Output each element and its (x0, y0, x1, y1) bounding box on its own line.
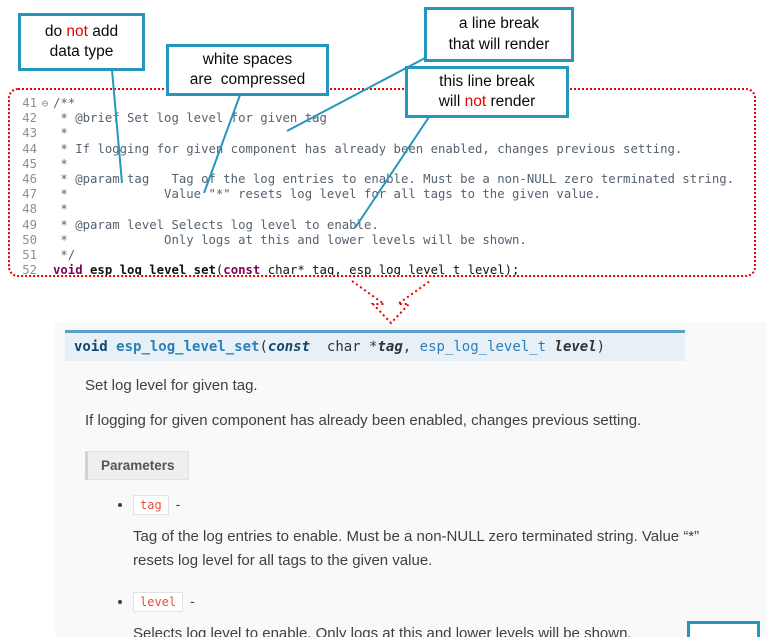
param-description: Selects log level to enable. Only logs a… (133, 624, 632, 637)
line-number: 44 (22, 141, 37, 156)
partial-callout-box (687, 621, 760, 637)
sig-param-tag: tag (377, 339, 403, 355)
callout-no-datatype: do not add data type (18, 13, 145, 71)
callout-text: that will render (448, 35, 550, 53)
parameters-heading: Parameters (85, 451, 189, 480)
line-number: 48 (22, 202, 37, 217)
callout-text: data type (49, 43, 114, 60)
callout-text: do not add (44, 22, 119, 40)
sig-keyword-const: const (267, 339, 311, 355)
code-text: void esp_log_level_set(const char* tag, … (53, 263, 520, 277)
code-text: * @param level Selects log level to enab… (53, 217, 379, 232)
code-text: */ (53, 248, 76, 263)
callout-text: will not render (438, 93, 536, 110)
doc-brief-paragraph: Set log level for given tag. (85, 377, 258, 394)
code-line: 41 ⊖ /** (16, 96, 750, 111)
param-dash: - (190, 592, 195, 609)
code-line: 43 * (16, 126, 750, 141)
code-text: * Value "*" resets log level for all tag… (53, 187, 601, 202)
fold-minus-icon: ⊖ (41, 97, 49, 110)
callout-text: this line break (439, 72, 535, 90)
code-text: * Only logs at this and lower levels wil… (53, 232, 527, 247)
parameters-list: tag- Tag of the log entries to enable. M… (55, 493, 767, 637)
doc-detail-paragraph: If logging for given component has alrea… (85, 411, 642, 429)
code-line: 50 * Only logs at this and lower levels … (16, 233, 750, 248)
param-name-chip: tag (133, 495, 169, 515)
param-name-chip: level (133, 591, 184, 612)
code-text: * If logging for given component has alr… (53, 141, 683, 156)
callout-break-not-render: this line break will not render (405, 66, 569, 118)
code-text: * (53, 126, 68, 141)
line-number: 47 (22, 187, 37, 202)
line-number: 52 (22, 263, 37, 277)
red-dotted-arrow-icon (351, 280, 431, 325)
line-number: 42 (22, 111, 37, 126)
line-number: 50 (22, 232, 37, 247)
code-text: * (53, 202, 68, 217)
sig-param-level: level (554, 339, 597, 355)
code-editor-snippet: 41 ⊖ /** 42 * @brief Set log level for giv… (8, 88, 756, 277)
code-line: 49 * @param level Selects log level to e… (16, 218, 750, 233)
code-line: 47 * Value "*" resets log level for all … (16, 187, 750, 202)
line-number: 45 (22, 156, 37, 171)
sig-keyword-void: void (74, 339, 117, 355)
code-text: * @param tag Tag of the log entries to e… (53, 172, 735, 187)
code-text: /** (53, 96, 76, 110)
callout-text: white spaces (202, 50, 293, 68)
param-dash: - (175, 496, 181, 512)
function-name: esp_log_level_set (90, 263, 216, 277)
keyword-const: const (223, 263, 261, 277)
line-number: 49 (22, 217, 37, 232)
sig-type-name: esp_log_level_t (419, 339, 547, 355)
line-number: 43 (22, 126, 37, 141)
keyword-void: void (53, 263, 91, 277)
code-line-declaration: 52 void esp_log_level_set(const char* tag… (16, 263, 750, 277)
code-text: * (53, 156, 68, 171)
code-line: 51 */ (16, 248, 750, 263)
code-line: 45 * (16, 157, 750, 172)
callout-break-renders: a line break that will render (424, 7, 574, 62)
code-line: 48 * (16, 202, 750, 217)
param-description: Tag of the log entries to enable. Must b… (133, 528, 700, 570)
callout-whitespace-compressed: white spaces are compressed (166, 44, 329, 96)
code-line: 46 * @param tag Tag of the log entries t… (16, 172, 750, 187)
parameter-item-level: level- Selects log level to enable. Only… (133, 590, 767, 637)
code-line: 42 * @brief Set log level for given tag (16, 111, 750, 126)
parameter-item-tag: tag- Tag of the log entries to enable. M… (133, 493, 767, 574)
rendered-doc-panel: void esp_log_level_set(const char *tag, … (55, 322, 767, 637)
line-number: 51 (22, 248, 37, 263)
callout-text: a line break (458, 15, 540, 33)
function-signature: void esp_log_level_set(const char *tag, … (65, 330, 685, 361)
code-text: * @brief Set log level for given tag (53, 111, 327, 126)
code-line: 44 * If logging for given component has … (16, 142, 750, 157)
sig-function-name: esp_log_level_set (116, 339, 260, 355)
line-number: 41 (22, 96, 37, 110)
line-number: 46 (22, 172, 37, 187)
callout-text: are compressed (189, 71, 306, 88)
